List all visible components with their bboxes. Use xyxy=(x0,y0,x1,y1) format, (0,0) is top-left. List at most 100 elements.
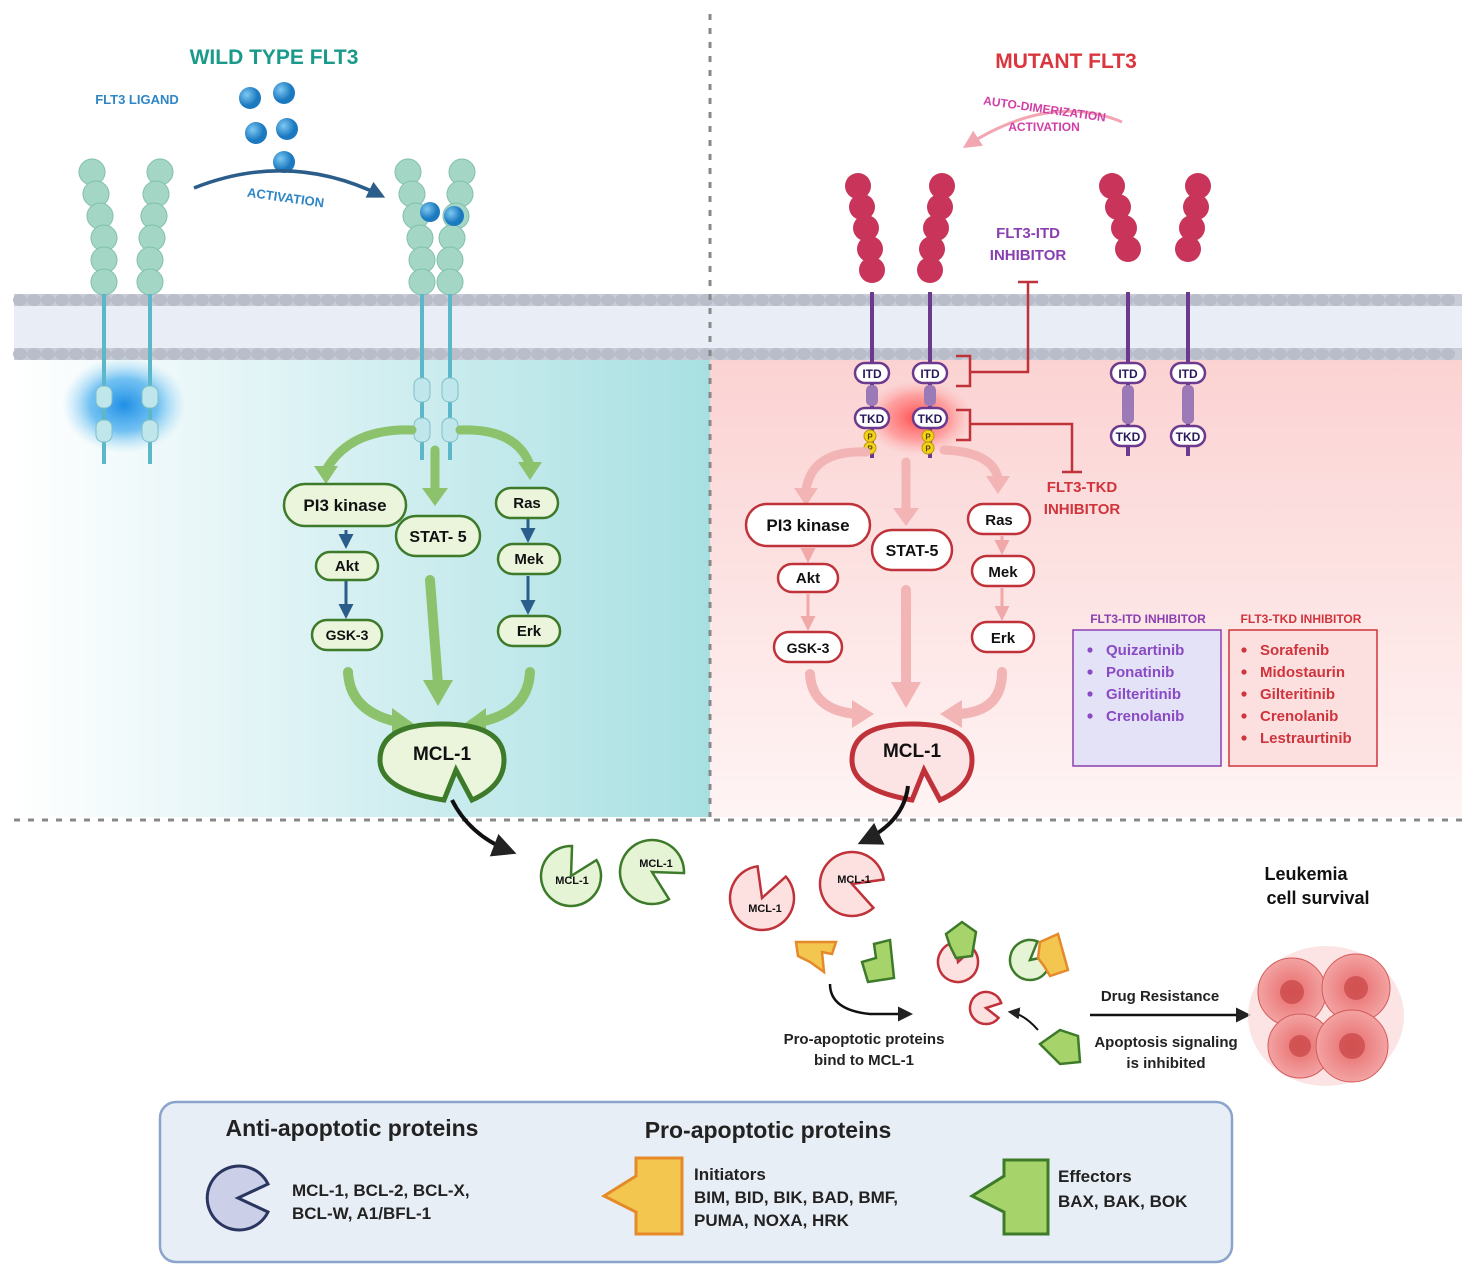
legend-init-line2: PUMA, NOXA, HRK xyxy=(694,1211,850,1230)
mutant-node-ras: Ras xyxy=(966,502,1032,536)
itd-inhibitor-label-2: INHIBITOR xyxy=(990,247,1067,264)
drug-name: Midostaurin xyxy=(1260,664,1345,681)
legend-anti-line1: MCL-1, BCL-2, BCL-X, xyxy=(292,1181,470,1200)
itd-inhibition-line xyxy=(956,280,1038,388)
mcl1-small-label: MCL-1 xyxy=(837,874,871,886)
effector-free xyxy=(1038,1028,1082,1066)
legend-box xyxy=(158,1100,1234,1264)
wild-mcl1-label: MCL-1 xyxy=(413,744,471,765)
wild-pi3k-label: PI3 kinase xyxy=(303,496,386,515)
legend-pro-title: Pro-apoptotic proteins xyxy=(645,1117,892,1143)
mutant-node-stat5: STAT-5 xyxy=(870,528,954,572)
mcl1-pacman xyxy=(968,990,1003,1026)
tkd-table-header: FLT3-TKD INHIBITOR xyxy=(1241,612,1362,626)
apoptosis-label-2: is inhibited xyxy=(1126,1055,1205,1072)
mutant-akt-label: Akt xyxy=(796,570,820,587)
initiator-icon xyxy=(600,1156,684,1236)
wild-erk-label: Erk xyxy=(517,623,542,640)
effector-bound xyxy=(944,920,978,960)
drug-name: Crenolanib xyxy=(1260,708,1338,725)
survival-label-2: cell survival xyxy=(1266,888,1369,908)
mutant-gsk3-label: GSK-3 xyxy=(787,640,830,656)
mutant-erk-label: Erk xyxy=(991,630,1016,647)
autodimerization-arrow xyxy=(962,109,1123,148)
drug-resistance-label: Drug Resistance xyxy=(1101,988,1219,1005)
wild-title: WILD TYPE FLT3 xyxy=(190,46,359,69)
wild-node-gsk3: GSK-3 xyxy=(310,618,384,652)
itd-inhibitor-label-1: FLT3-ITD xyxy=(996,225,1060,242)
mcl1-pacman xyxy=(818,850,886,918)
legend-init-line1: BIM, BID, BIK, BAD, BMF, xyxy=(694,1188,898,1207)
mcl1-pacman xyxy=(728,864,796,932)
drug-name: Gilteritinib xyxy=(1106,686,1181,703)
itd-domain-label: ITD xyxy=(1118,367,1138,381)
phospho-label: P xyxy=(925,445,931,454)
mutant-pathway-arrows xyxy=(794,445,1010,728)
inactive-receptor-glow xyxy=(62,357,186,453)
mcl1-small-label: MCL-1 xyxy=(555,875,589,887)
wild-ras-label: Ras xyxy=(513,495,541,512)
ligand-label: FLT3 LIGAND xyxy=(95,92,179,107)
itd-drug-table: FLT3-ITD INHIBITOR QuizartinibPonatinibG… xyxy=(1072,612,1222,767)
mutant-node-gsk3: GSK-3 xyxy=(772,630,844,664)
tkd-inhibitor-label-2: INHIBITOR xyxy=(1044,501,1121,518)
wild-node-erk: Erk xyxy=(496,614,562,648)
bind-label-1: Pro-apoptotic proteins xyxy=(784,1031,945,1048)
inactive-wild-receptor xyxy=(78,158,174,464)
wild-gsk3-label: GSK-3 xyxy=(326,627,369,643)
autodimerization-label-2: ACTIVATION xyxy=(1008,120,1080,134)
anti-apoptotic-icon xyxy=(205,1164,271,1232)
mutant-mcl1-label: MCL-1 xyxy=(883,741,941,762)
drug-name: Crenolanib xyxy=(1106,708,1184,725)
mutant-kinase-arrows xyxy=(800,536,1010,631)
mcl1-pacman xyxy=(936,940,980,984)
drug-name: Gilteritinib xyxy=(1260,686,1335,703)
cell-membrane xyxy=(13,294,1462,360)
phospho-label: P xyxy=(925,433,931,442)
wild-stat5-label: STAT- 5 xyxy=(409,529,466,546)
drug-name: Ponatinib xyxy=(1106,664,1174,681)
activation-label: ACTIVATION xyxy=(246,185,325,211)
initiator-protein xyxy=(794,940,838,975)
small-bind-arrow xyxy=(1007,1007,1039,1031)
legend-eff-title: Effectors xyxy=(1058,1167,1132,1186)
mutant-title: MUTANT FLT3 xyxy=(995,50,1137,73)
tkd-inhibitor-label-1: FLT3-TKD xyxy=(1047,479,1118,496)
itd-domain-label: ITD xyxy=(862,367,882,381)
tkd-domain-label: TKD xyxy=(1116,430,1141,444)
tkd-domain-label: TKD xyxy=(1176,430,1201,444)
tkd-drug-table: FLT3-TKD INHIBITOR SorafenibMidostaurinG… xyxy=(1228,612,1378,767)
tkd-domain-label: TKD xyxy=(860,412,885,426)
mcl1-pacman xyxy=(539,844,603,908)
wild-node-pi3k: PI3 kinase xyxy=(282,482,408,528)
mutant-node-pi3k: PI3 kinase xyxy=(744,502,872,548)
activation-arrow xyxy=(193,169,386,198)
wild-node-ras: Ras xyxy=(494,486,560,520)
mutant-release-arrow xyxy=(857,785,910,845)
apoptosis-label-1: Apoptosis signaling xyxy=(1094,1034,1237,1051)
wild-mek-label: Mek xyxy=(514,551,544,568)
bind-label-2: bind to MCL-1 xyxy=(814,1052,914,1069)
bind-arrow xyxy=(828,983,913,1022)
mutant-mek-label: Mek xyxy=(988,564,1018,581)
mutant-stat5-label: STAT-5 xyxy=(886,543,939,560)
drug-name: Quizartinib xyxy=(1106,642,1184,659)
mcl1-small-label: MCL-1 xyxy=(748,903,782,915)
phospho-label: P xyxy=(867,433,873,442)
mutant-pi3k-label: PI3 kinase xyxy=(766,516,849,535)
itd-domain-label: ITD xyxy=(1178,367,1198,381)
tkd-inhibition-line xyxy=(956,408,1082,474)
drug-name: Lestraurtinib xyxy=(1260,730,1352,747)
wild-mcl1: MCL-1 xyxy=(377,721,507,804)
phospho-label: P xyxy=(867,445,873,454)
mutant-mcl1: MCL-1 xyxy=(849,721,975,804)
initiator-bound xyxy=(1036,932,1070,978)
survival-label-1: Leukemia xyxy=(1264,864,1348,884)
wild-release-arrow xyxy=(450,799,517,857)
mcl1-small-label: MCL-1 xyxy=(639,858,673,870)
floating-pro-apoptotic-proteins xyxy=(794,920,1082,1066)
mutant-node-akt: Akt xyxy=(776,562,840,594)
drug-name: Sorafenib xyxy=(1260,642,1329,659)
